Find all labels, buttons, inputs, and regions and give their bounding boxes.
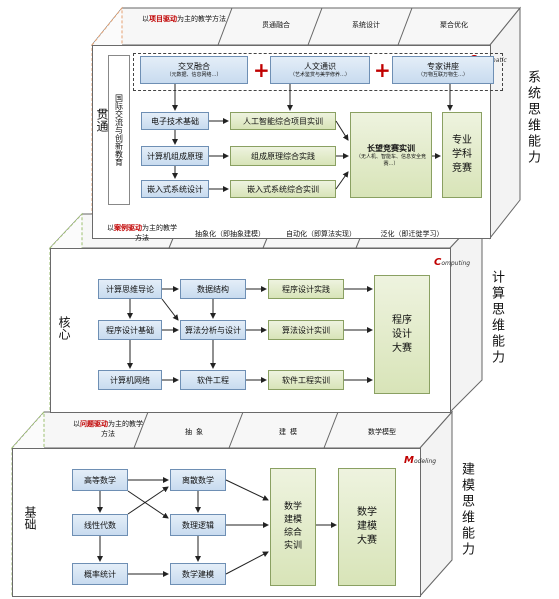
corner-label-modeling: Modeling (404, 455, 437, 466)
tab-generalization: 泛化（即迁徙学习） (380, 230, 444, 238)
box-professional-competition: 专业学科竞赛 (442, 112, 482, 198)
corner-label-computing: Computing (434, 257, 471, 268)
box-programming-contest: 程序设计大赛 (374, 275, 430, 394)
section-label-through: 贯通 (95, 108, 109, 132)
box-modeling-contest: 数学建模大赛 (338, 468, 396, 586)
tab-integration: 贯通融合 (262, 21, 290, 29)
box-probability: 概率统计 (72, 563, 128, 585)
box-organization-practice: 组成原理综合实践 (230, 146, 336, 166)
box-computer-organization: 计算机组成原理 (141, 146, 209, 166)
box-software-training: 软件工程实训 (268, 370, 344, 390)
section-label-core: 核心 (57, 316, 71, 340)
box-discrete-math: 离散数学 (170, 469, 226, 491)
box-cross-fusion: 交叉融合（元数据、信息网络…） (140, 56, 248, 84)
tab-system-design: 系统设计 (352, 21, 380, 29)
method-tab-project: 以项目驱动为主的教学方法 (142, 15, 226, 23)
plus-sign-1: + (253, 58, 270, 82)
box-changwang-competition: 长望竞赛实训 （无人机、智能车、信息安全竞赛…） (350, 112, 432, 198)
box-advanced-math: 高等数学 (72, 469, 128, 491)
tab-automation: 自动化（即算法实现） (286, 230, 356, 238)
plus-sign-2: + (374, 58, 391, 82)
top-boxes-group (133, 53, 503, 91)
box-ai-project: 人工智能综合项目实训 (230, 112, 336, 130)
box-embedded-training: 嵌入式系统综合实训 (230, 180, 336, 198)
box-programming-basics: 程序设计基础 (98, 320, 162, 340)
side-label-systematic: 系统思维能力 (525, 70, 540, 166)
tab-abstraction: 抽象化（即抽象建模） (195, 230, 265, 238)
tab-aggregate-optimize: 聚合优化 (440, 21, 468, 29)
box-modeling-training: 数学建模综合实训 (270, 468, 316, 586)
tab-math-model: 数学模型 (368, 428, 396, 436)
box-algorithm-training: 算法设计实训 (268, 320, 344, 340)
box-computer-network: 计算机网络 (98, 370, 162, 390)
box-programming-practice: 程序设计实践 (268, 279, 344, 299)
box-linear-algebra: 线性代数 (72, 514, 128, 536)
section-label-foundation: 基础 (23, 506, 37, 530)
tab-abstract: 抽象 (185, 428, 207, 436)
box-software-engineering: 软件工程 (180, 370, 246, 390)
box-expert-lecture: 专家讲座（万物互联万物生…） (392, 56, 494, 84)
method-tab-problem: 以问题驱动为主的教学方法 (73, 420, 143, 438)
box-computational-intro: 计算思维导论 (98, 279, 162, 299)
box-math-modeling: 数学建模 (170, 563, 226, 585)
box-math-logic: 数理逻辑 (170, 514, 226, 536)
method-tab-case: 以案例驱动为主的教学方法 (107, 224, 177, 242)
intl-education-box: 国际交流与创新教育 (108, 55, 130, 205)
tab-modeling: 建模 (279, 428, 301, 436)
side-label-computing: 计算思维能力 (489, 270, 504, 366)
box-humanities: 人文通识（艺术鉴赏与美学修养…） (270, 56, 370, 84)
box-algorithm-design: 算法分析与设计 (180, 320, 246, 340)
box-electronics: 电子技术基础 (141, 112, 209, 130)
box-embedded-design: 嵌入式系统设计 (141, 180, 209, 198)
box-data-structure: 数据结构 (180, 279, 246, 299)
side-label-modeling: 建模思维能力 (459, 462, 474, 558)
